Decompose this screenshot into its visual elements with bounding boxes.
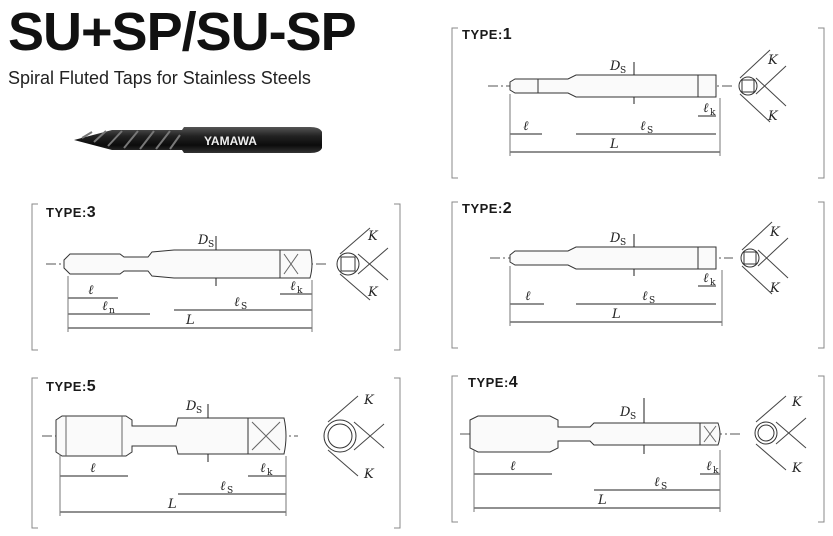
type-4-ls-sub: S	[661, 482, 667, 492]
type-4-k1-label: K	[791, 395, 803, 410]
type-4-label: TYPE:4	[468, 374, 519, 391]
panel-type-5: D S ℓ ℓ S ℓ k L K K TYPE:5	[28, 374, 408, 532]
type-5-k1-label: K	[363, 393, 375, 408]
type-4-diagram: D S ℓ ℓ S ℓ k L K K	[451, 375, 825, 523]
type-5-ds-sub: S	[196, 406, 202, 416]
type-5-ls-label: ℓ	[220, 479, 226, 494]
type-1-diagram: D S ℓ ℓ S ℓ k L K K	[451, 27, 825, 179]
type-3-lk-sub: k	[297, 286, 303, 296]
type-4-ds-sub: S	[630, 412, 636, 422]
type-4-lk-sub: k	[713, 466, 719, 476]
type-1-k1-label: K	[767, 53, 779, 68]
type-5-lk-sub: k	[267, 468, 273, 478]
type-3-diagram: D S ℓ ℓ n ℓ S ℓ k L K K	[31, 203, 401, 351]
page-subtitle: Spiral Fluted Taps for Stainless Steels	[8, 68, 311, 88]
type-1-l-label: ℓ	[523, 119, 529, 134]
type-2-L-label: L	[611, 307, 621, 322]
type-5-ds-label: D	[185, 399, 197, 414]
type-2-l-label: ℓ	[525, 289, 531, 304]
type-3-ls-label: ℓ	[234, 295, 240, 310]
page-title: SU+SP/SU-SP	[8, 2, 357, 62]
type-1-lk-sub: k	[710, 108, 716, 118]
type-4-ds-label: D	[619, 405, 631, 420]
type-1-label: TYPE:1	[462, 26, 513, 43]
type-3-ds-label: D	[197, 233, 209, 248]
type-5-label: TYPE:5	[46, 378, 97, 395]
type-4-L-label: L	[597, 493, 607, 508]
type-5-L-label: L	[167, 497, 177, 512]
panel-type-3: D S ℓ ℓ n ℓ S ℓ k L K K TYPE:3	[28, 200, 408, 352]
type-1-L-label: L	[609, 137, 619, 152]
type-5-ls-sub: S	[227, 486, 233, 496]
type-3-ls-sub: S	[241, 302, 247, 312]
type-3-ln-sub: n	[109, 306, 115, 316]
type-3-k2-label: K	[367, 285, 379, 300]
type-2-diagram: D S ℓ ℓ S ℓ k L K K	[451, 201, 825, 349]
type-4-k2-label: K	[791, 461, 803, 476]
type-2-ds-sub: S	[620, 238, 626, 248]
type-2-ls-sub: S	[649, 296, 655, 306]
type-4-l-label: ℓ	[510, 459, 516, 474]
type-1-k2-label: K	[767, 109, 779, 124]
type-3-ln-label: ℓ	[102, 299, 108, 314]
type-2-ds-label: D	[609, 231, 621, 246]
type-3-L-label: L	[185, 313, 195, 328]
tap-illustration: YAMAWA	[74, 127, 322, 153]
type-3-k1-label: K	[367, 229, 379, 244]
panel-type-4: D S ℓ ℓ S ℓ k L K K TYPE:4	[448, 370, 828, 524]
type-5-lk-label: ℓ	[260, 461, 266, 476]
type-3-ds-sub: S	[208, 240, 214, 250]
type-5-l-label: ℓ	[90, 461, 96, 476]
type-3-lk-label: ℓ	[290, 279, 296, 294]
tap-product-image: YAMAWA	[72, 118, 332, 160]
type-2-lk-label: ℓ	[703, 271, 709, 286]
type-5-k2-label: K	[363, 467, 375, 482]
type-1-lk-label: ℓ	[703, 101, 709, 116]
type-1-ls-sub: S	[647, 126, 653, 136]
type-2-ls-label: ℓ	[642, 289, 648, 304]
tap-brand-text: YAMAWA	[204, 134, 257, 148]
type-1-ls-label: ℓ	[640, 119, 646, 134]
type-5-diagram: D S ℓ ℓ S ℓ k L K K	[31, 377, 401, 529]
type-2-label: TYPE:2	[462, 200, 513, 217]
type-4-ls-label: ℓ	[654, 475, 660, 490]
type-3-label: TYPE:3	[46, 204, 97, 221]
panel-type-2: D S ℓ ℓ S ℓ k L K K TYPE:2	[448, 196, 828, 350]
panel-type-1: D S ℓ ℓ S ℓ k L K K TYPE:1	[448, 22, 828, 180]
type-3-l-label: ℓ	[88, 283, 94, 298]
type-1-ds-sub: S	[620, 66, 626, 76]
type-4-lk-label: ℓ	[706, 459, 712, 474]
type-2-lk-sub: k	[710, 278, 716, 288]
type-1-ds-label: D	[609, 59, 621, 74]
type-2-k2-label: K	[769, 281, 781, 296]
type-2-k1-label: K	[769, 225, 781, 240]
